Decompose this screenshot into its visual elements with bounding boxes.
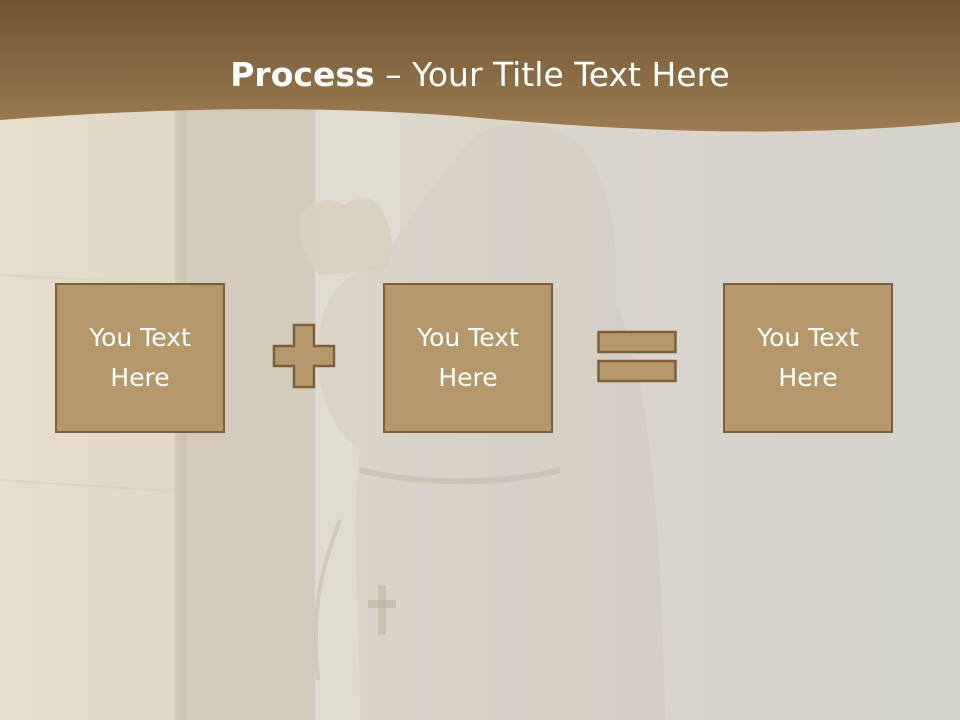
- process-box-2-text: You Text Here: [417, 323, 519, 392]
- slide-title: Process – Your Title Text Here: [0, 52, 960, 98]
- process-box-2[interactable]: You Text Here: [383, 283, 553, 433]
- process-box-3[interactable]: You Text Here: [723, 283, 893, 433]
- process-box-1[interactable]: You Text Here: [55, 283, 225, 433]
- title-rest: – Your Title Text Here: [374, 55, 730, 94]
- title-bold: Process: [230, 55, 375, 94]
- plus-icon: [272, 323, 336, 389]
- process-box-3-text: You Text Here: [757, 323, 859, 392]
- process-box-1-text: You Text Here: [89, 323, 191, 392]
- header-band: [0, 0, 960, 132]
- equals-icon: [597, 330, 677, 383]
